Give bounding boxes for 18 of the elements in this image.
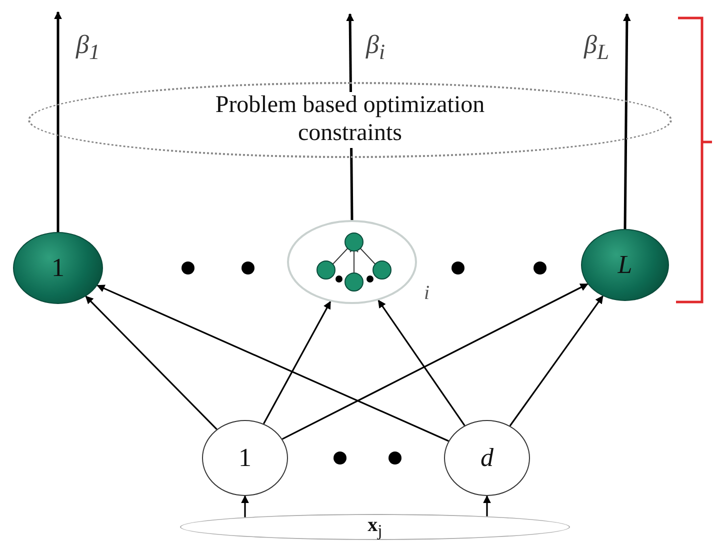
node-label: x$_{j}$ <box>366 514 384 540</box>
arrow <box>54 11 62 232</box>
arrow <box>378 300 466 426</box>
arrow <box>85 296 218 430</box>
node-label: d <box>480 443 494 473</box>
arrow <box>622 13 631 230</box>
node-label: 1 <box>238 443 252 473</box>
arrow <box>241 495 249 518</box>
input-vector-ellipse <box>180 514 570 540</box>
constraint-ellipse <box>28 82 672 158</box>
node-caption: i <box>424 282 430 305</box>
arrow <box>96 284 449 442</box>
arrow <box>509 295 604 426</box>
arrow <box>262 300 332 424</box>
arrow <box>282 283 588 440</box>
node-label: 1 <box>50 253 66 283</box>
node-label: L <box>616 250 634 280</box>
arrow <box>483 495 491 516</box>
